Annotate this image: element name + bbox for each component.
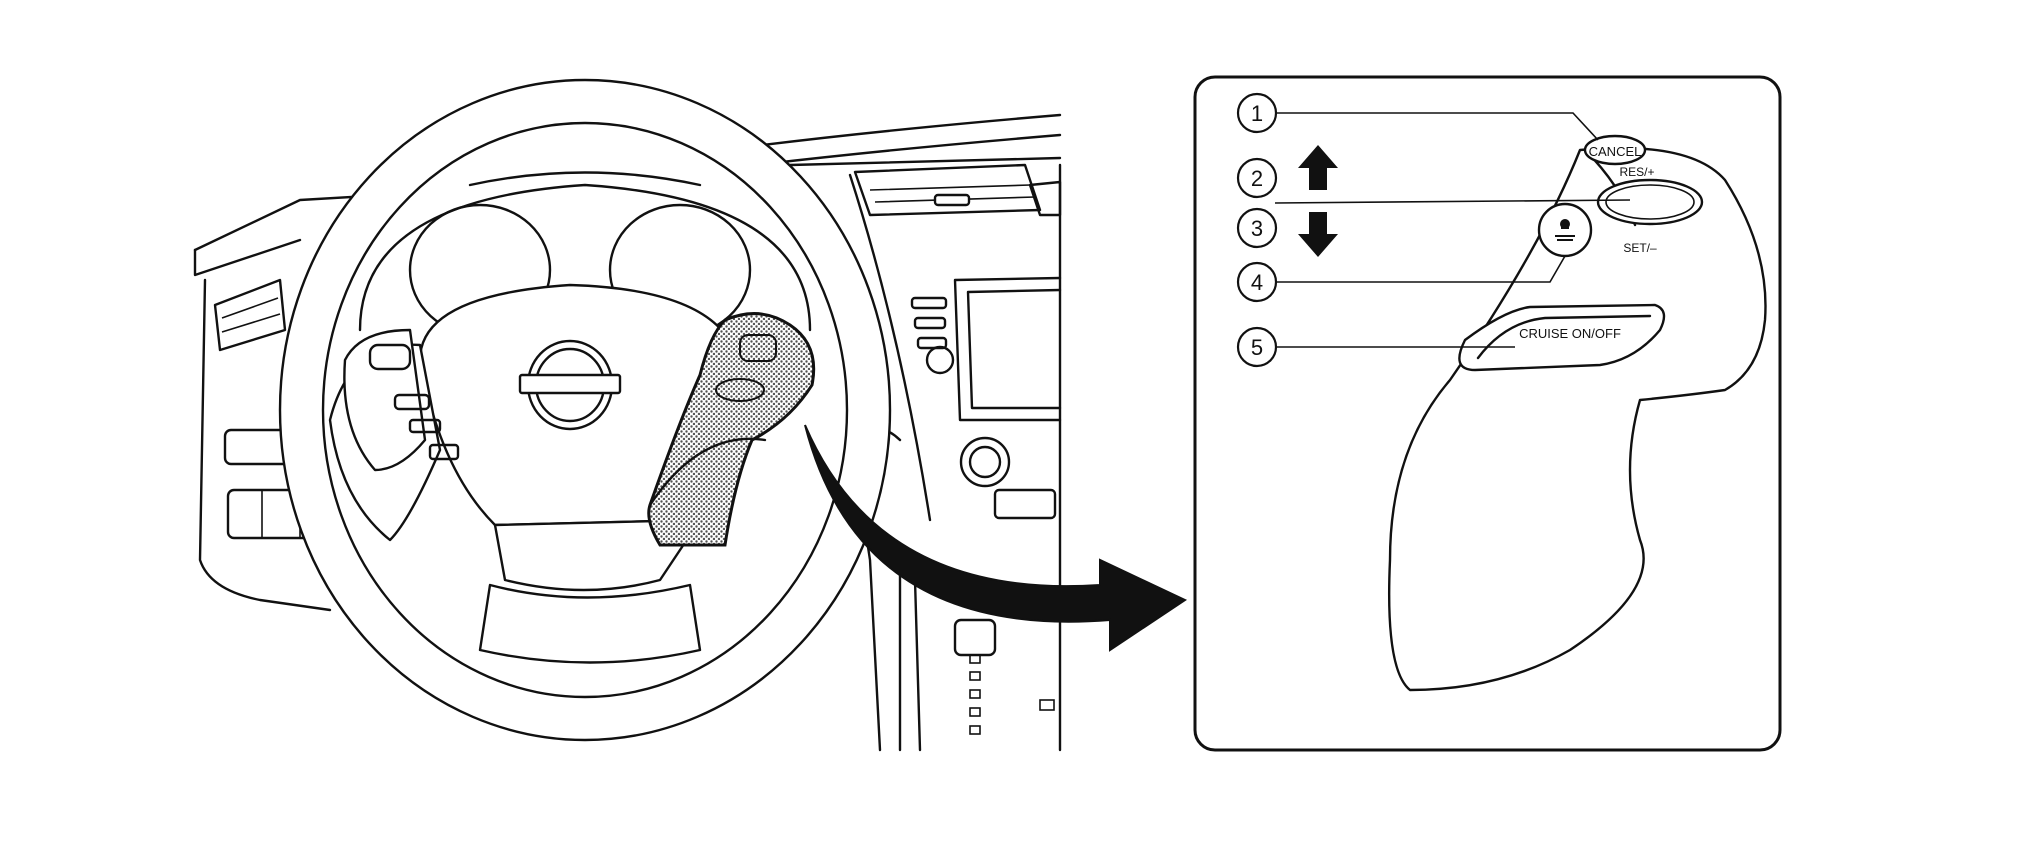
vehicle-distance-icon (1555, 219, 1575, 241)
callout-1: 1 (1236, 92, 1278, 134)
callout-arrow (804, 424, 1188, 652)
arrow-up-icon (1298, 145, 1338, 190)
svg-text:2: 2 (1251, 166, 1263, 191)
set-minus-label: SET/– (1623, 241, 1657, 255)
leader-line-4 (1275, 255, 1566, 283)
callout-2: 2 (1236, 157, 1278, 199)
leader-line-2-3 (1274, 199, 1631, 204)
leader-line-1 (1275, 112, 1599, 141)
svg-text:5: 5 (1251, 335, 1263, 360)
distance-button (1537, 202, 1593, 258)
cancel-button (1583, 134, 1647, 166)
svg-text:3: 3 (1251, 216, 1263, 241)
steering-wheel (278, 78, 892, 742)
arrow-down-icon (1298, 212, 1338, 257)
res-set-switch (1596, 178, 1704, 226)
svg-text:1: 1 (1251, 101, 1263, 126)
res-plus-label: RES/+ (1619, 165, 1654, 179)
highlighted-cruise-switch-area (647, 312, 816, 547)
cancel-label: CANCEL (1589, 144, 1642, 159)
svg-text:4: 4 (1251, 270, 1263, 295)
callout-3: 3 (1236, 207, 1278, 249)
callout-5: 5 (1236, 326, 1278, 368)
callout-4: 4 (1236, 261, 1278, 303)
cruise-on-off-button (1458, 303, 1666, 372)
detail-panel: CANCEL RES/+ SET/– CRUISE ON/OFF (1193, 75, 1782, 752)
cruise-on-off-label: CRUISE ON/OFF (1519, 326, 1621, 341)
